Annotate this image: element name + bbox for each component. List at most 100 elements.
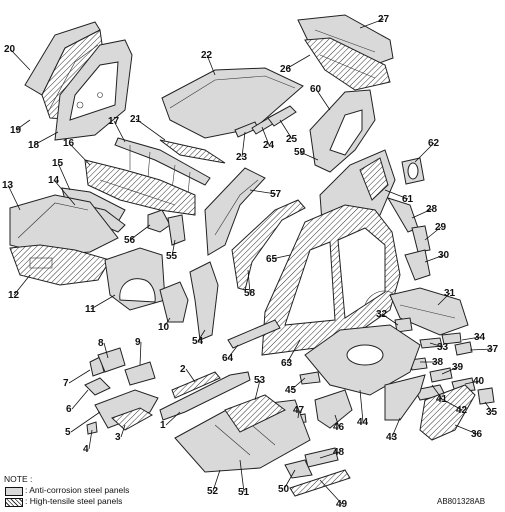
leader-line-28 xyxy=(411,208,433,219)
callout-61: 61 xyxy=(402,194,414,205)
callout-22: 22 xyxy=(201,50,213,61)
rear-end-panel xyxy=(389,287,469,336)
legend-title: NOTE : xyxy=(4,474,33,484)
callout-40: 40 xyxy=(473,376,485,387)
callout-25: 25 xyxy=(286,134,298,145)
callout-64: 64 xyxy=(222,353,234,364)
callout-55: 55 xyxy=(166,251,178,262)
leader-line-13 xyxy=(7,184,21,211)
leader-line-23 xyxy=(241,131,246,158)
leader-line-61 xyxy=(384,189,409,200)
callout-leaders xyxy=(7,18,494,505)
callout-48: 48 xyxy=(333,447,345,458)
callout-57: 57 xyxy=(270,189,282,200)
rear-floor-panel xyxy=(304,324,421,396)
front-pillar-lower xyxy=(159,261,219,341)
callout-45: 45 xyxy=(285,385,297,396)
leader-line-14 xyxy=(53,179,76,206)
roof-panel xyxy=(161,67,304,139)
callout-62: 62 xyxy=(428,138,440,149)
figure-id: AB801328AB xyxy=(437,497,486,506)
leader-line-7 xyxy=(68,369,91,384)
callout-58: 58 xyxy=(244,288,256,299)
leader-line-42 xyxy=(439,397,463,411)
callout-8: 8 xyxy=(98,338,104,349)
callout-60: 60 xyxy=(310,84,322,95)
dash-panel xyxy=(84,159,196,216)
leader-line-37 xyxy=(469,348,494,351)
callout-13: 13 xyxy=(2,180,14,191)
leader-line-20 xyxy=(9,48,31,71)
leader-line-41 xyxy=(431,384,443,400)
high-tensile-label: : High-tensile steel panels xyxy=(25,496,123,506)
callout-37: 37 xyxy=(487,344,499,355)
leader-line-52 xyxy=(212,469,221,492)
leader-line-60 xyxy=(315,88,331,111)
callout-19: 19 xyxy=(10,125,22,136)
callout-38: 38 xyxy=(432,357,444,368)
front-pillar-inner xyxy=(231,199,306,291)
leader-line-40 xyxy=(464,380,480,385)
callout-6: 6 xyxy=(66,404,72,415)
leader-line-32 xyxy=(381,313,399,326)
callout-3: 3 xyxy=(115,432,121,443)
callout-46: 46 xyxy=(333,422,345,433)
floor-tunnel xyxy=(224,394,286,433)
callout-51: 51 xyxy=(238,487,250,498)
leader-line-16 xyxy=(68,142,91,166)
front-side-member-brackets xyxy=(84,347,156,435)
callout-42: 42 xyxy=(456,405,468,416)
leader-line-6 xyxy=(71,389,89,410)
leader-line-31 xyxy=(437,292,451,306)
leader-line-63 xyxy=(286,339,301,364)
leader-line-36 xyxy=(454,424,478,435)
leader-line-18 xyxy=(33,131,59,146)
leader-line-53 xyxy=(254,379,261,401)
callout-54: 54 xyxy=(192,336,204,347)
high-tensile-swatch xyxy=(5,498,23,507)
leader-line-24 xyxy=(261,126,270,146)
leader-line-19 xyxy=(15,119,31,131)
leader-line-65 xyxy=(271,254,291,260)
callout-23: 23 xyxy=(236,152,248,163)
leader-line-21 xyxy=(135,118,166,141)
leader-line-57 xyxy=(249,189,277,195)
callout-9: 9 xyxy=(135,337,141,348)
leader-line-44 xyxy=(359,389,364,423)
leader-line-34 xyxy=(461,336,481,341)
leader-line-17 xyxy=(113,120,126,143)
leader-line-39 xyxy=(441,366,459,375)
callout-44: 44 xyxy=(357,417,369,428)
leader-line-4 xyxy=(88,429,93,450)
body-side-outer xyxy=(261,204,401,356)
leader-line-48 xyxy=(319,451,340,459)
front-side-member xyxy=(94,389,159,431)
anti-corrosion-swatch xyxy=(5,487,23,496)
rear-pillar-brackets xyxy=(386,197,431,281)
front-pillar-upper xyxy=(204,167,266,256)
leader-line-35 xyxy=(484,401,493,413)
callout-16: 16 xyxy=(63,138,75,149)
leader-line-54 xyxy=(197,329,206,342)
callout-18: 18 xyxy=(28,140,40,151)
dash-cross-member xyxy=(114,137,211,196)
callout-27: 27 xyxy=(378,14,390,25)
callout-15: 15 xyxy=(52,158,64,169)
callout-59: 59 xyxy=(294,147,306,158)
leader-line-55 xyxy=(171,239,176,257)
front-floor-side-member xyxy=(159,371,251,421)
callout-2: 2 xyxy=(180,364,186,375)
callout-39: 39 xyxy=(452,362,464,373)
callout-20: 20 xyxy=(4,44,16,55)
callout-29: 29 xyxy=(435,222,447,233)
leader-line-29 xyxy=(424,226,442,241)
callout-56: 56 xyxy=(124,235,136,246)
leader-line-56 xyxy=(129,224,151,241)
callout-26: 26 xyxy=(280,64,292,75)
leader-line-11 xyxy=(90,294,116,310)
callout-50: 50 xyxy=(278,484,290,495)
callout-7: 7 xyxy=(63,378,69,389)
callout-30: 30 xyxy=(438,250,450,261)
